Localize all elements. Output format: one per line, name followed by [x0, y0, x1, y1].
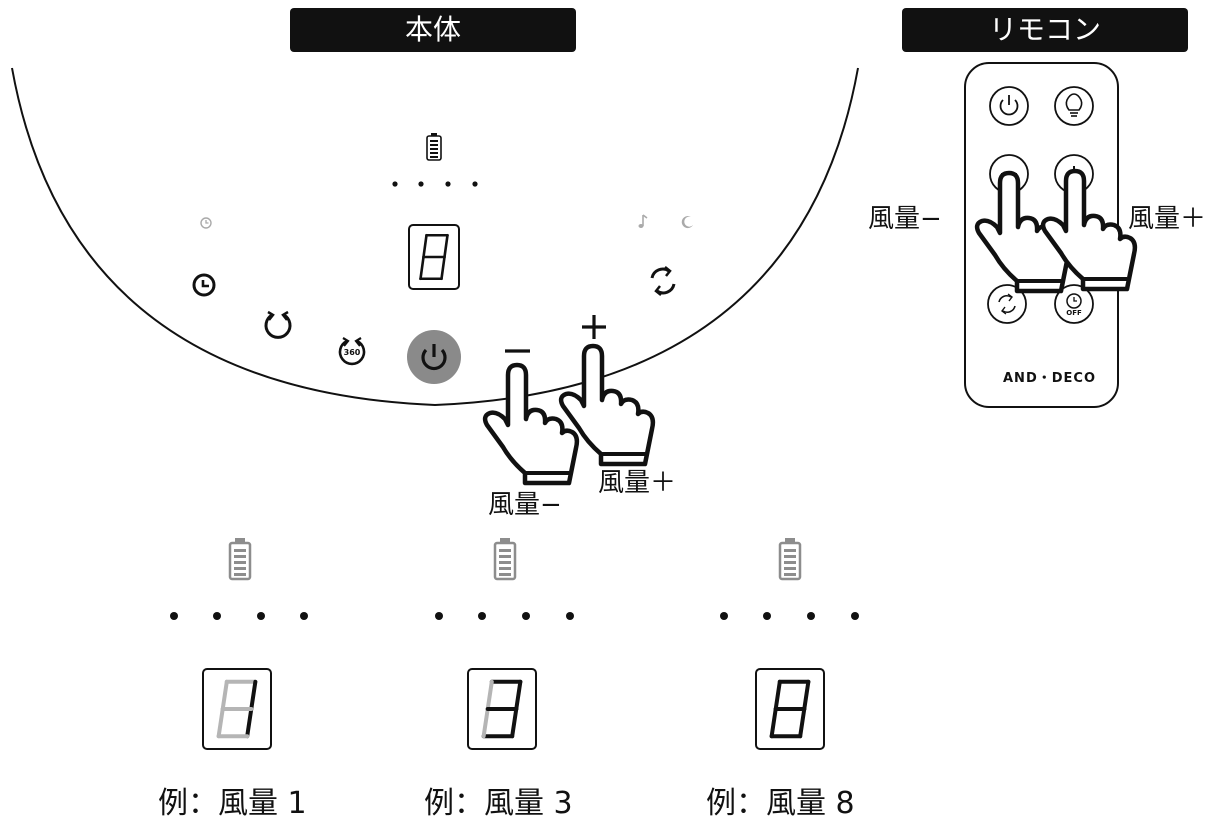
remote-power-button: [989, 86, 1029, 126]
segment-f: [485, 679, 494, 711]
oscillate-icon: [650, 266, 676, 296]
fan-down-label: 風量−: [488, 490, 562, 520]
segment-f: [220, 679, 229, 711]
remote-light-button: [1054, 86, 1094, 126]
segment-e: [481, 707, 490, 739]
music-icon: [638, 214, 648, 228]
remote-fan-down-label: 風量−: [868, 204, 942, 234]
segment-b: [249, 679, 258, 711]
segment-display: [467, 668, 537, 750]
svg-text:OFF: OFF: [1066, 309, 1082, 317]
battery-icon: [493, 536, 517, 581]
indicator-dots: [170, 612, 308, 620]
rotate-360-icon: 360: [338, 337, 366, 366]
remote-oscillate-button: [987, 284, 1027, 324]
battery-icon: [778, 536, 802, 581]
indicator-dots: [720, 612, 859, 620]
segment-c: [440, 255, 446, 281]
segment-f: [422, 233, 428, 259]
segment-display: [202, 668, 272, 750]
battery-icon: [228, 536, 252, 581]
segment-c: [510, 707, 519, 739]
rotate-icon: [264, 310, 292, 339]
segment-e: [419, 255, 425, 281]
segment-b: [443, 233, 449, 259]
example-caption: 例：風量 1: [158, 786, 307, 821]
hand-pointer-icon: [485, 365, 577, 483]
segment-c: [245, 707, 254, 739]
fan-up-label: 風量＋: [598, 468, 677, 498]
power-button: [407, 330, 461, 384]
segment-b: [514, 679, 523, 711]
remote-fan-up-label: 風量＋: [1128, 204, 1207, 234]
timer-icon: [192, 273, 216, 297]
remote-header: リモコン: [902, 8, 1188, 52]
timer-indicator-icon: [200, 217, 212, 229]
plus-symbol: [582, 315, 606, 339]
example-caption: 例：風量 8: [706, 786, 855, 821]
segment-b: [802, 679, 811, 711]
svg-text:360: 360: [344, 348, 361, 357]
sleep-icon: [681, 216, 693, 229]
indicator-dots: [435, 612, 574, 620]
segment-display: [408, 224, 460, 290]
segment-e: [769, 707, 778, 739]
example-caption: 例：風量 3: [424, 786, 573, 821]
remote-timer-off-button: OFF: [1054, 284, 1094, 324]
segment-c: [798, 707, 807, 739]
remote-brand: AND・DECO: [1003, 371, 1096, 386]
battery-icon: [426, 132, 442, 161]
segment-f: [773, 679, 782, 711]
segment-e: [216, 707, 225, 739]
main-unit-outline: [11, 67, 859, 407]
indicator-dots: [392, 181, 478, 187]
segment-display: [755, 668, 825, 750]
main-unit-header: 本体: [290, 8, 576, 52]
